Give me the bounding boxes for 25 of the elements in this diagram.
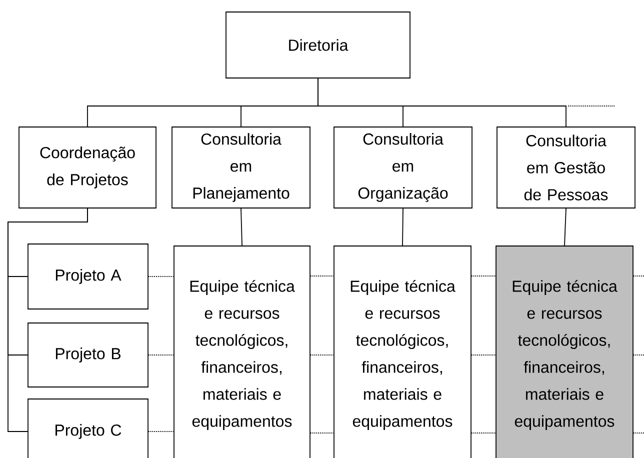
connector-line: [564, 208, 566, 246]
dotted-line: [633, 354, 644, 356]
unit-box: Coordenação de Projetos: [18, 126, 156, 208]
project-box: Projeto A: [28, 244, 148, 310]
unit-box: Consultoria em Gestão de Pessoas: [496, 126, 636, 208]
project-box: Projeto B: [28, 322, 148, 388]
dotted-line: [310, 432, 334, 434]
resource-box: Equipe técnica e recursos tecnológicos, financeiros, materiais e equipamentos: [174, 246, 310, 458]
connector-line: [240, 208, 242, 246]
connector-line: [8, 208, 88, 432]
resource-box: Equipe técnica e recursos tecnológicos, financeiros, materiais e equipamentos: [334, 246, 472, 458]
dotted-line: [471, 432, 496, 434]
dotted-line: [471, 354, 496, 356]
unit-box: Consultoria em Organização: [334, 126, 472, 208]
unit-box: Diretoria: [226, 12, 410, 78]
connector-line: [318, 78, 566, 127]
resource-box: Equipe técnica e recursos tecnológicos, financeiros, materiais e equipamentos: [496, 246, 634, 458]
project-box: Projeto C: [28, 398, 148, 458]
dotted-line: [148, 276, 174, 277]
dotted-line: [148, 354, 174, 356]
dotted-line: [310, 354, 334, 356]
unit-box: Consultoria em Planejamento: [172, 126, 310, 208]
dotted-line: [633, 432, 644, 434]
connector-line: [402, 208, 404, 246]
dotted-line: [148, 431, 174, 432]
